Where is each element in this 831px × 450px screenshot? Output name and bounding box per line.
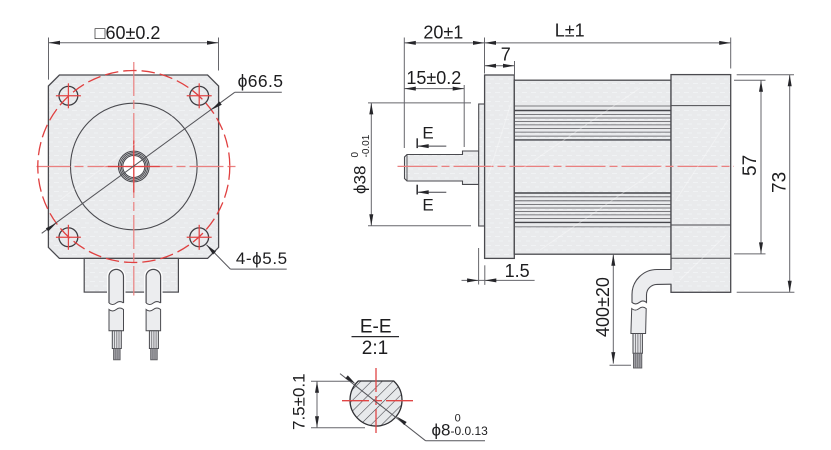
svg-text:E: E — [422, 123, 433, 142]
svg-text:57: 57 — [740, 155, 761, 176]
svg-text:ϕ66.5: ϕ66.5 — [238, 71, 284, 91]
svg-text:ϕ38: ϕ38 — [351, 166, 370, 194]
svg-text:E: E — [422, 196, 433, 215]
svg-text:2:1: 2:1 — [362, 338, 388, 359]
svg-text:ϕ8: ϕ8 — [432, 421, 451, 440]
svg-text:1.5: 1.5 — [505, 261, 530, 281]
svg-text:20±1: 20±1 — [423, 23, 463, 43]
svg-text:0: 0 — [455, 412, 461, 424]
svg-text:-0.01: -0.01 — [361, 134, 372, 157]
svg-text:15±0.2: 15±0.2 — [406, 68, 461, 88]
svg-text:□60±0.2: □60±0.2 — [95, 23, 161, 43]
svg-text:0: 0 — [350, 152, 361, 158]
svg-text:7: 7 — [501, 44, 511, 64]
svg-text:-0.0.13: -0.0.13 — [451, 424, 489, 438]
svg-text:4-ϕ5.5: 4-ϕ5.5 — [236, 249, 288, 268]
svg-text:E-E: E-E — [360, 317, 392, 338]
svg-text:400±20: 400±20 — [593, 277, 613, 337]
svg-text:7.5±0.1: 7.5±0.1 — [290, 373, 309, 430]
svg-text:73: 73 — [770, 172, 791, 193]
svg-text:L±1: L±1 — [555, 21, 585, 41]
